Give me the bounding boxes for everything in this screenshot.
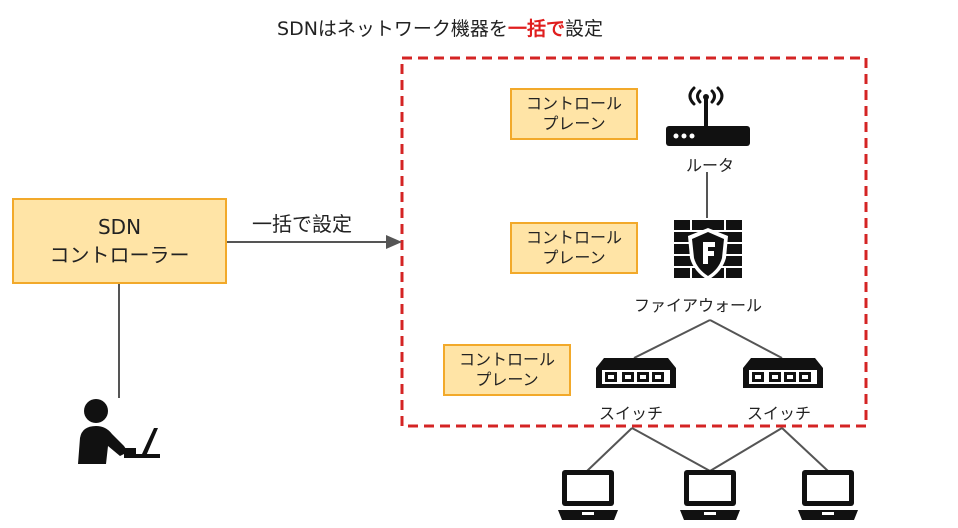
control-plane-router: コントロール プレーン (510, 88, 638, 140)
control-plane-line1: コントロール (458, 350, 555, 369)
firewall-switch-right-line (709, 319, 783, 359)
switch-left-laptop1-line (586, 427, 633, 472)
controller-line2: コントローラー (49, 243, 190, 267)
control-plane-firewall: コントロール プレーン (510, 222, 638, 274)
switch-right-laptop2-line (709, 427, 783, 472)
title-emphasis: 一括で (507, 18, 565, 40)
control-plane-line1: コントロール (525, 228, 622, 247)
router-icon (666, 86, 750, 146)
control-plane-line1: コントロール (525, 94, 622, 113)
title-part1: SDNはネットワーク機器を (277, 18, 508, 40)
switch-left-laptop2-line (631, 427, 711, 472)
firewall-switch-left-line (633, 319, 711, 359)
control-plane-switch: コントロール プレーン (443, 344, 571, 396)
laptop-icon (798, 470, 858, 520)
control-plane-line2: プレーン (475, 370, 539, 389)
sdn-controller-box: SDN コントローラー (12, 198, 227, 284)
router-label: ルータ (686, 156, 735, 175)
laptop-icon (680, 470, 740, 520)
firewall-label: ファイアウォール (634, 296, 763, 315)
switch-right-laptop3-line (781, 427, 829, 472)
title-part2: 設定 (564, 18, 603, 40)
diagram-title: SDNはネットワーク機器を一括で設定 (0, 14, 880, 41)
arrow-label: 一括で設定 (252, 212, 352, 236)
control-plane-line2: プレーン (542, 114, 606, 133)
firewall-icon (674, 220, 742, 280)
person-at-laptop-icon (78, 399, 160, 464)
switch-left-label: スイッチ (599, 404, 664, 423)
control-plane-line2: プレーン (542, 248, 606, 267)
switch-icon (596, 358, 676, 388)
switch-right-label: スイッチ (747, 404, 812, 423)
controller-line1: SDN (97, 215, 142, 239)
config-arrow-head (386, 235, 402, 249)
laptop-icon (558, 470, 618, 520)
switch-icon (743, 358, 823, 388)
